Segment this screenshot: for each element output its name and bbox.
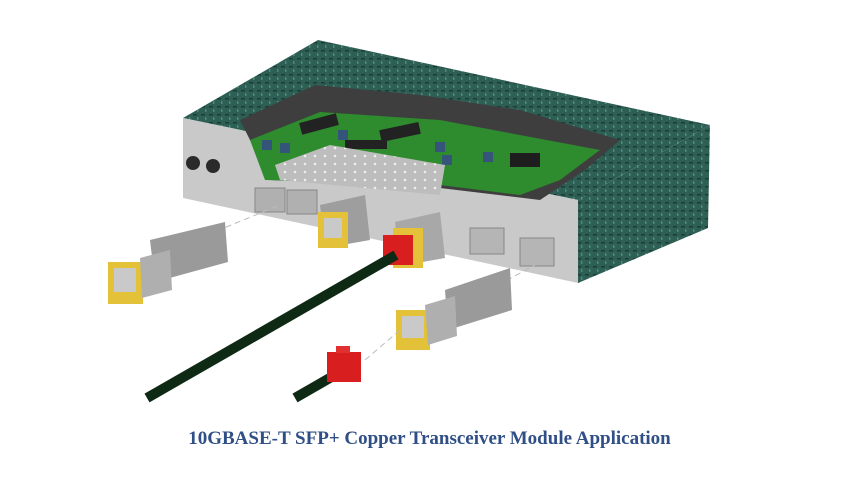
- rj45-plug-detached: [292, 329, 401, 403]
- sfp-cage: [275, 145, 445, 195]
- figure-caption: 10GBASE-T SFP+ Copper Transceiver Module…: [188, 428, 671, 449]
- sfp-module-detached-left: [108, 204, 281, 304]
- sfp-port-1: [254, 187, 286, 213]
- sfp-module-inserted-1: [318, 195, 370, 248]
- switch-enclosure: [183, 40, 710, 283]
- sfp-port-3: [469, 227, 505, 255]
- ethernet-cable-1: [144, 250, 399, 403]
- indicator-led-1: [186, 156, 200, 170]
- sfp-module-detached-right: [396, 264, 536, 350]
- sfp-port-2: [286, 189, 318, 215]
- sfp-module-inserted-2: [383, 212, 445, 268]
- sfp-port-4: [519, 237, 555, 267]
- indicator-led-2: [206, 159, 220, 173]
